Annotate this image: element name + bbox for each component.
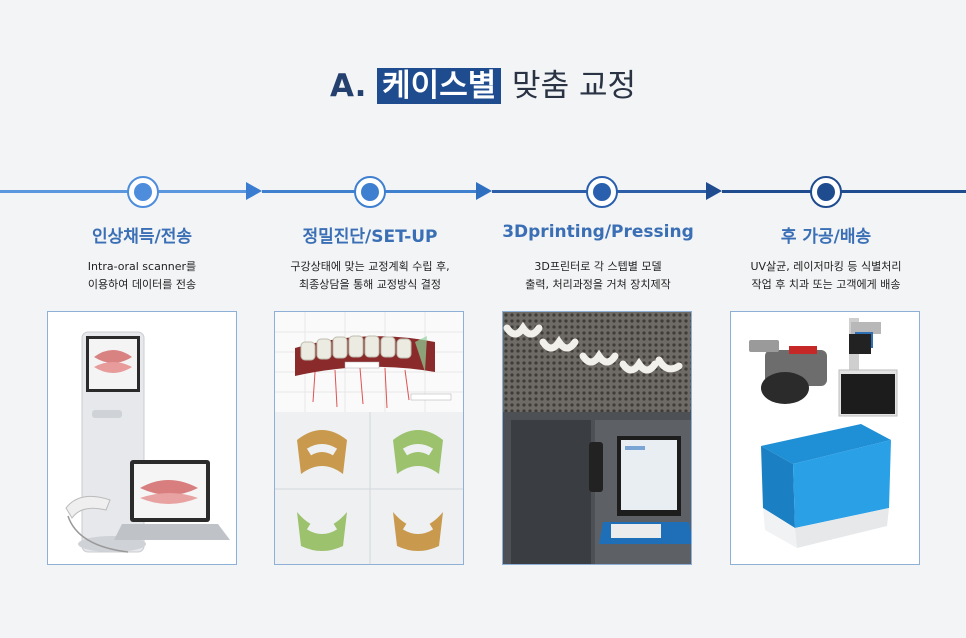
page-title: A. 케이스별 맞춤 교정 — [0, 60, 966, 105]
step-1-image — [47, 311, 237, 565]
step-3-image — [502, 311, 692, 565]
step-node-3 — [586, 176, 618, 208]
step-2-desc-line-2: 최종상담을 통해 교정방식 결정 — [298, 278, 442, 291]
timeline-segment — [0, 190, 250, 193]
step-node-4 — [810, 176, 842, 208]
step-1-desc-line-2: 이용하여 데이터를 전송 — [87, 278, 197, 291]
step-2-description: 구강상태에 맞는 교정계획 수립 후, 최종상담을 통해 교정방식 결정 — [250, 258, 490, 294]
title-highlight: 케이스별 — [377, 68, 502, 104]
step-4-image — [730, 311, 920, 565]
timeline-segment — [722, 190, 966, 193]
step-2-image — [274, 311, 464, 565]
arrow-right-icon — [476, 182, 492, 200]
post-processing-illustration — [731, 312, 919, 564]
step-2-title: 정밀진단/SET-UP — [302, 227, 438, 247]
process-timeline — [0, 176, 966, 208]
step-3-desc-line-1: 3D프린터로 각 스텝별 모델 — [534, 260, 662, 273]
step-3-title: 3Dprinting/Pressing — [502, 222, 694, 242]
step-2-desc-line-1: 구강상태에 맞는 교정계획 수립 후, — [290, 260, 450, 273]
arrow-right-icon — [246, 182, 262, 200]
step-4-desc-line-1: UV살균, 레이저마킹 등 식별처리 — [750, 260, 902, 273]
step-3-description: 3D프린터로 각 스텝별 모델 출력, 처리과정을 거쳐 장치제작 — [478, 258, 718, 294]
title-prefix: A. — [330, 68, 367, 104]
arrow-right-icon — [706, 182, 722, 200]
step-4-title: 후 가공/배송 — [780, 227, 872, 247]
step-1-title: 인상채득/전송 — [91, 227, 193, 247]
step-1-desc-line-1: Intra-oral scanner를 — [87, 260, 197, 273]
title-rest: 맞춤 교정 — [512, 68, 636, 104]
step-node-2 — [354, 176, 386, 208]
dental-setup-illustration — [275, 312, 463, 564]
intraoral-scanner-illustration — [48, 312, 236, 564]
step-node-1 — [127, 176, 159, 208]
step-1-description: Intra-oral scanner를 이용하여 데이터를 전송 — [22, 258, 262, 294]
step-3-desc-line-2: 출력, 처리과정을 거쳐 장치제작 — [525, 278, 671, 291]
3d-printer-illustration — [503, 312, 691, 564]
step-4-desc-line-2: 작업 후 치과 또는 고객에게 배송 — [751, 278, 901, 291]
step-4-description: UV살균, 레이저마킹 등 식별처리 작업 후 치과 또는 고객에게 배송 — [706, 258, 946, 294]
